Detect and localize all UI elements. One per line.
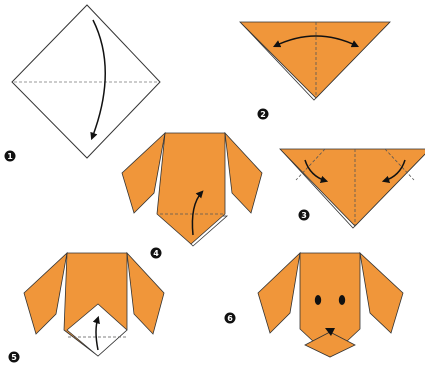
step-2: 2 — [239, 21, 391, 120]
step-4: 4 — [121, 131, 263, 259]
step-number: 6 — [227, 314, 233, 323]
right-ear — [126, 251, 165, 335]
step-badge-5: 5 — [8, 351, 20, 363]
step-badge-6: 6 — [224, 312, 236, 324]
fold-arrow — [90, 19, 106, 141]
step-number: 3 — [301, 211, 307, 220]
step-5: 5 — [8, 251, 165, 363]
left-ear — [23, 251, 68, 335]
square-paper — [11, 4, 161, 159]
right-eye — [338, 295, 346, 305]
fold-line-right — [384, 148, 415, 181]
fold-line-left — [295, 148, 326, 181]
orange-triangle — [239, 21, 391, 99]
step-number: 4 — [153, 249, 159, 258]
step-3: 3 — [279, 148, 425, 229]
right-ear — [224, 131, 263, 214]
step-1: 1 — [4, 4, 161, 162]
fold-arrow-up — [191, 190, 204, 236]
left-ear — [121, 131, 166, 214]
step-badge-3: 3 — [298, 209, 310, 221]
step-6: 6 — [224, 251, 404, 358]
step-badge-2: 2 — [257, 108, 269, 120]
mouth-fold — [304, 331, 356, 358]
head-center — [156, 132, 226, 245]
step-number: 1 — [7, 152, 13, 161]
step-number: 2 — [260, 110, 266, 119]
crease-arrow — [272, 35, 360, 48]
step-badge-1: 1 — [4, 150, 16, 162]
right-ear — [359, 251, 404, 334]
fold-arrow-right — [381, 159, 406, 184]
nose — [325, 328, 335, 336]
step-number: 5 — [11, 353, 17, 362]
fold-arrow-left — [304, 159, 329, 184]
white-flap — [66, 303, 128, 357]
left-eye — [314, 295, 322, 305]
step-badge-4: 4 — [150, 247, 162, 259]
fold-arrow-up — [92, 315, 100, 351]
left-ear — [257, 251, 301, 334]
